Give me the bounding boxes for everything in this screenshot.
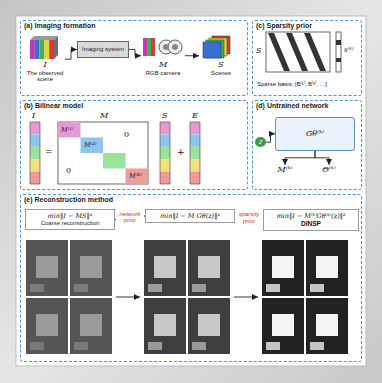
panel: (c) Sparsity priorSparse basis: [B⁽¹⁾, B… (252, 20, 362, 96)
latent-input: z (255, 137, 266, 147)
equation-box: min‖I − M⁽ᵏ⁾Gθ⁽ᵏ⁾(z)‖²DINSP (263, 209, 359, 231)
connector-arrow (129, 49, 141, 55)
node-text: Gθ⁽ᵏ⁾ (278, 129, 352, 139)
connector-arrow (65, 49, 77, 59)
connector-arrow (266, 134, 275, 142)
panel-heading: (a) Imaging formation (21, 21, 247, 30)
node-text: The observed scene (25, 70, 65, 84)
panel: (a) Imaging formationIThe observed scene… (20, 20, 248, 96)
node-text: RGB camera (141, 70, 185, 77)
reconstruction-images (26, 240, 348, 354)
camera-symbol (143, 38, 182, 56)
scene-cube: IThe observed scene (25, 35, 65, 83)
block-label: M⁽ᴷ⁾ (129, 172, 142, 180)
symbol-label: I (32, 111, 35, 120)
node-text: M (141, 60, 185, 70)
operator: = (45, 147, 53, 157)
edge-label: sparsity prior (235, 211, 263, 224)
panel: (d) Untrained network z Gθ⁽ᵏ⁾ M⁽ᵏ⁾ Θ⁽ᵏ⁾ (252, 100, 362, 190)
symbol-label: M (100, 111, 108, 120)
symbol-label: E (192, 111, 198, 120)
connector-arrow (285, 151, 315, 165)
panel: (e) Reconstruction method min‖I − MS‖²Coa… (20, 194, 362, 362)
output-symbol: Θ⁽ᵏ⁾ (315, 165, 343, 175)
node-text: Θ⁽ᵏ⁾ (315, 165, 343, 175)
node-text: z (255, 138, 266, 146)
measurement-vector (30, 122, 40, 184)
node-text: min‖I − M⁽ᵏ⁾Gθ⁽ᵏ⁾(z)‖² (266, 212, 356, 220)
block-diagonal-matrix (58, 122, 148, 184)
connector-arrow (185, 55, 199, 56)
node-text: min‖I − M Gθ(z)‖² (148, 212, 232, 220)
network-box: Gθ⁽ᵏ⁾ (275, 117, 355, 151)
panel-heading: (d) Untrained network (253, 101, 361, 110)
connector-arrow (315, 151, 329, 165)
node-text: M⁽ᵏ⁾ (271, 165, 299, 175)
node-text: Imaging system (80, 46, 126, 53)
node-text: S (199, 60, 243, 70)
scene-stack (203, 36, 230, 58)
node-text: min‖I − MS‖² (28, 212, 112, 220)
hyperspectral-cube (30, 36, 58, 59)
process-box: Imaging system (77, 41, 129, 58)
panel-heading: (e) Reconstruction method (21, 195, 361, 204)
image-arrows (116, 297, 258, 298)
symbol-label: s⁽ᵏ⁾ (344, 46, 354, 54)
block-label: M⁽¹⁾ (61, 126, 73, 134)
symbol-label: S (256, 46, 261, 55)
node-text: Coarse reconstruction (28, 220, 112, 227)
node-text: Sparse basis: [B⁽¹⁾, B⁽²⁾, …] (257, 81, 359, 88)
camera-block: MRGB camera (141, 35, 185, 76)
equation-box: min‖I − MS‖²Coarse reconstruction (25, 209, 115, 230)
block-label: M⁽²⁾ (84, 141, 96, 149)
operator: + (177, 147, 185, 157)
figure-ground (16, 16, 366, 366)
basis-note: Sparse basis: [B⁽¹⁾, B⁽²⁾, …] (257, 81, 359, 88)
zero-entry: 0 (66, 166, 71, 175)
scene-stack: SScenes (199, 35, 243, 76)
node-text: DINSP (266, 220, 356, 228)
equation-box: min‖I − M Gθ(z)‖² (145, 209, 235, 223)
sparse-matrix (266, 32, 341, 72)
panel-heading: (b) Bilinear model (21, 101, 247, 110)
scene-vector (160, 122, 170, 184)
output-symbol: M⁽ᵏ⁾ (271, 165, 299, 175)
node-text: Scenes (199, 70, 243, 77)
node-text: I (25, 60, 65, 70)
zero-entry: 0 (124, 130, 129, 139)
noise-vector (190, 122, 200, 184)
symbol-label: S (162, 111, 167, 120)
panel-heading: (c) Sparsity prior (253, 21, 361, 30)
edge-label: network prior (116, 211, 144, 224)
